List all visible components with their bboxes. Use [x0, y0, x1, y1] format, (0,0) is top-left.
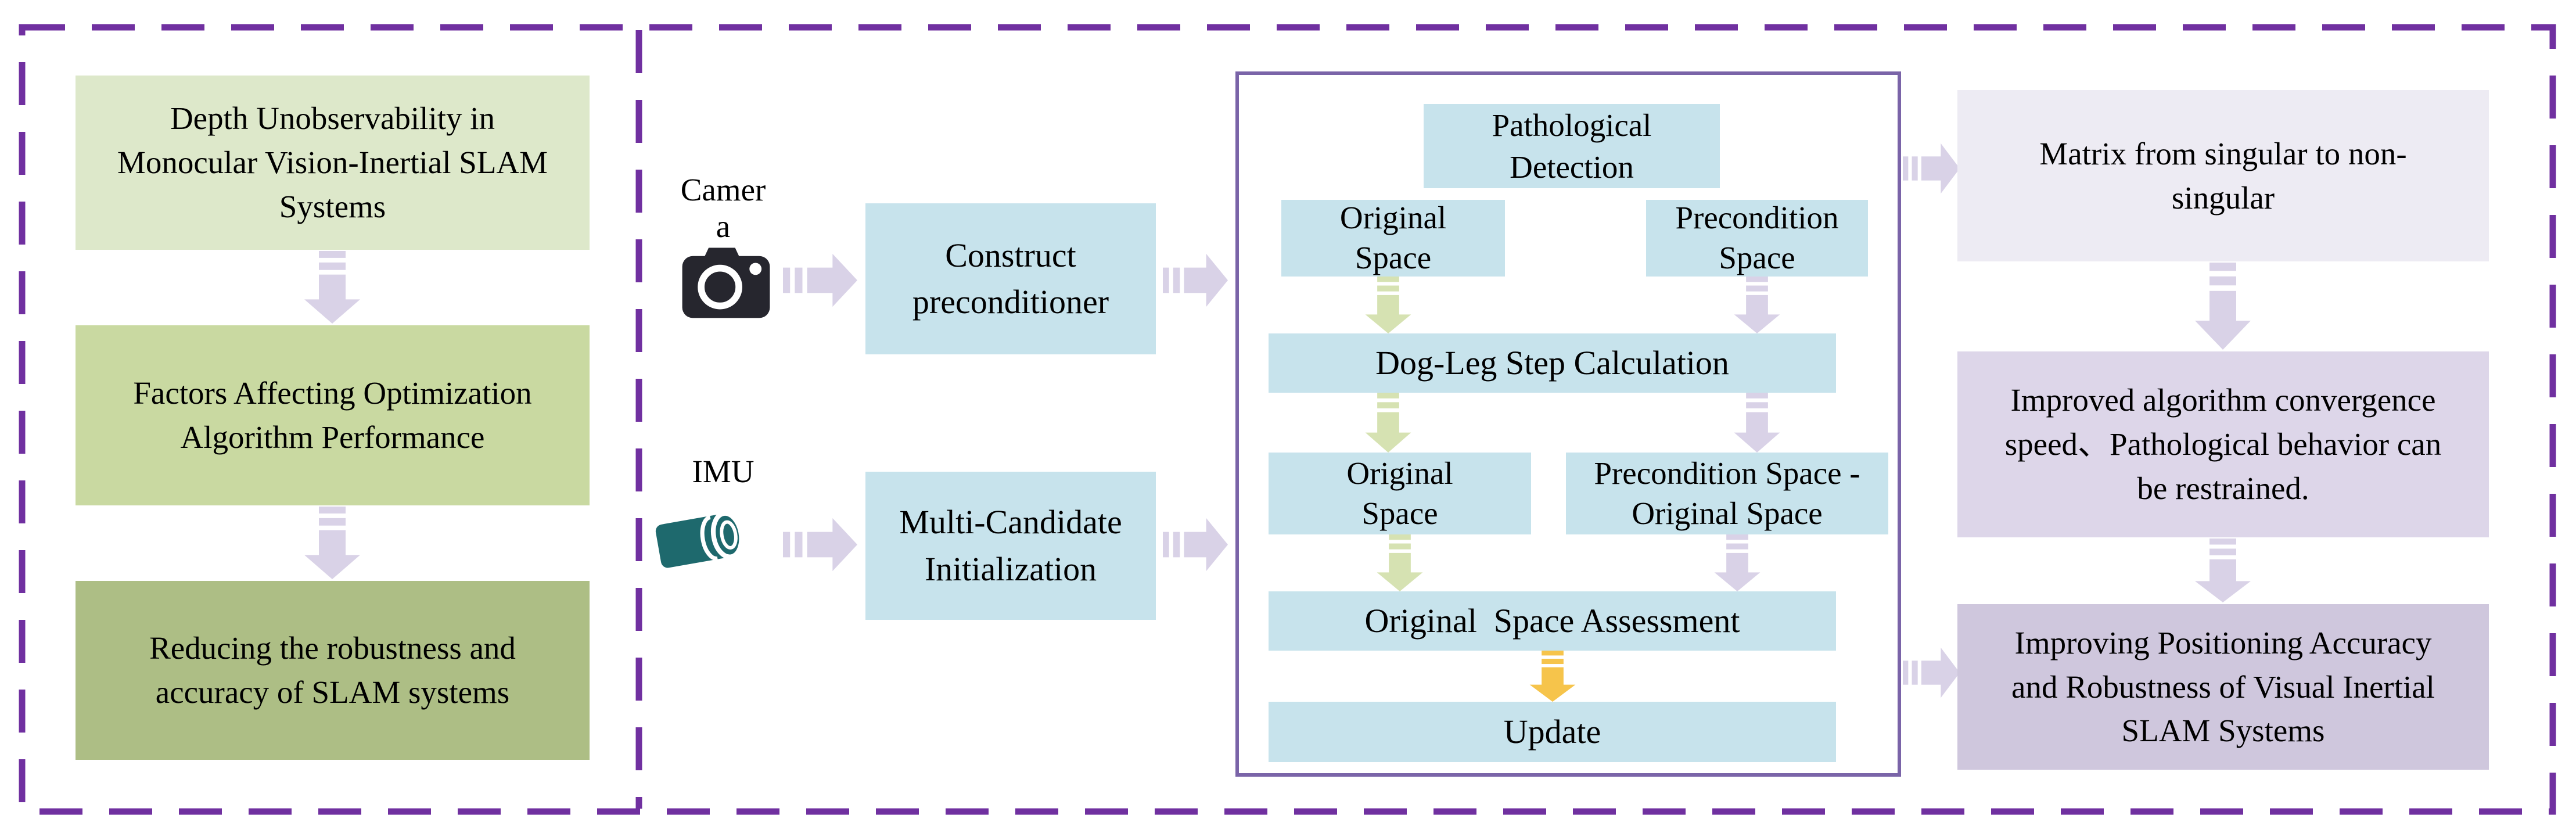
striped-arrow-down-icon — [1365, 393, 1411, 453]
striped-arrow-down-icon — [304, 507, 360, 579]
problem-box-depth: Depth Unobservability in Monocular Visio… — [76, 76, 590, 250]
striped-arrow-down-icon — [304, 251, 360, 324]
problem-box-reducing: Reducing the robustness and accuracy of … — [76, 581, 590, 760]
precondition-space-box: Precondition Space — [1646, 200, 1868, 277]
camera-label: Camer a — [680, 172, 766, 245]
problem-box-factors: Factors Affecting Optimization Algorithm… — [76, 325, 590, 505]
striped-arrow-down-icon — [1529, 651, 1576, 702]
construct-preconditioner-box: Construct preconditioner — [865, 203, 1156, 354]
precondition-minus-original-box: Precondition Space - Original Space — [1566, 453, 1888, 534]
algorithm-flow-container: Pathological Detection Original Space Pr… — [1235, 71, 1901, 777]
dogleg-step-box: Dog-Leg Step Calculation — [1269, 333, 1836, 393]
original-space-mid-box: Original Space — [1269, 453, 1531, 534]
striped-arrow-right-icon — [1903, 143, 1960, 194]
result-box-convergence: Improved algorithm convergence speed、Pat… — [1957, 351, 2489, 537]
striped-arrow-right-icon — [783, 518, 857, 572]
striped-arrow-right-icon — [783, 253, 857, 307]
multi-candidate-box: Multi-Candidate Initialization — [865, 472, 1156, 620]
striped-arrow-right-icon — [1163, 518, 1228, 572]
striped-arrow-down-icon — [1377, 534, 1423, 591]
update-box: Update — [1269, 702, 1836, 762]
imu-label: IMU — [692, 454, 755, 489]
striped-arrow-down-icon — [2195, 539, 2251, 602]
striped-arrow-right-icon — [1903, 647, 1960, 698]
imu-cylinder-icon — [655, 511, 744, 568]
striped-arrow-down-icon — [1714, 534, 1761, 591]
striped-arrow-down-icon — [1734, 393, 1780, 453]
result-box-matrix: Matrix from singular to non- singular — [1957, 90, 2489, 261]
assessment-box: Original Space Assessment — [1269, 591, 1836, 651]
original-space-top-box: Original Space — [1281, 200, 1505, 277]
striped-arrow-right-icon — [1163, 253, 1228, 307]
striped-arrow-down-icon — [2195, 263, 2251, 350]
striped-arrow-down-icon — [1734, 277, 1780, 333]
striped-arrow-down-icon — [1365, 277, 1411, 333]
result-box-positioning: Improving Positioning Accuracy and Robus… — [1957, 604, 2489, 770]
camera-icon — [682, 247, 770, 318]
pathological-detection-box: Pathological Detection — [1424, 104, 1720, 188]
